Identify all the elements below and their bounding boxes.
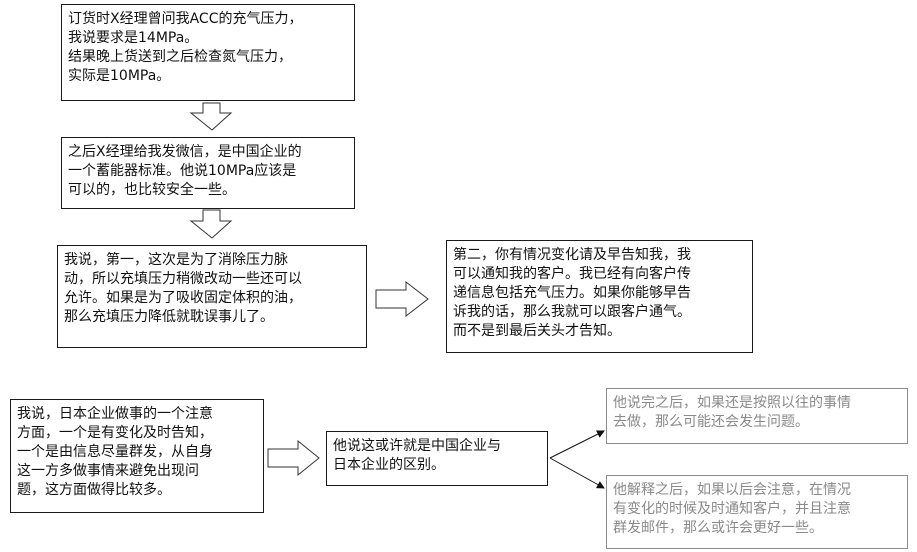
branch-arrow-down bbox=[549, 457, 605, 489]
branch-arrow-up bbox=[549, 430, 605, 459]
flow-box-order-pressure: 订货时X经理曾问我ACC的充气压力， 我说要求是14MPa。 结果晚上货送到之后… bbox=[61, 4, 355, 101]
flow-box-difference: 他说这或许就是中国企业与 日本企业的区别。 bbox=[326, 431, 548, 486]
flow-box-japan-practice: 我说，日本企业做事的一个注意 方面，一个是有变化及时告知， 一个是由信息尽量群发… bbox=[10, 399, 264, 513]
flow-box-first-point: 我说，第一，这次是为了消除压力脉 动，所以充填压力稍微改动一些还可以 允许。如果… bbox=[57, 245, 367, 348]
flow-box-second-point: 第二，你有情况变化请及早告知我，我 可以通知我的客户。我已经有向客户传 递信息包… bbox=[446, 240, 753, 353]
flow-box-outcome-improve: 他解释之后，如果以后会注意，在情况 有变化的时候及时通知客户，并且注意 群发邮件… bbox=[606, 475, 908, 549]
block-arrow-down-2 bbox=[189, 209, 233, 239]
flow-box-outcome-no-change: 他说完之后，如果还是按照以往的事情 去做，那么可能还会发生问题。 bbox=[606, 388, 908, 444]
block-arrow-down-1 bbox=[189, 102, 233, 131]
block-arrow-right-2 bbox=[267, 439, 320, 477]
flow-box-wechat-standard: 之后X经理给我发微信，是中国企业的 一个蓄能器标准。他说10MPa应该是 可以的… bbox=[61, 137, 355, 209]
block-arrow-right-1 bbox=[375, 280, 429, 318]
